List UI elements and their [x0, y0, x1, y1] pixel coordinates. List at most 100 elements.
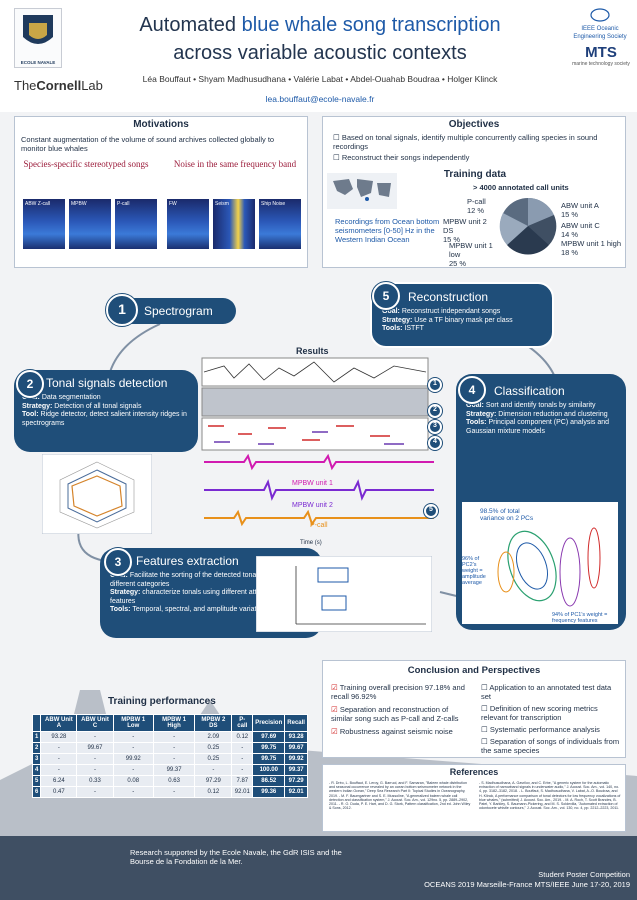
ecole-navale-crest-icon — [23, 15, 53, 44]
radar-chart-icon — [42, 454, 152, 534]
step2-tonal-detection: Tonal signals detection Goal: Data segme… — [14, 370, 198, 452]
step3-strategy: Strategy: characterize tonals using diff… — [110, 589, 312, 606]
ecole-navale-logo-text: ECOLE NAVALE — [20, 60, 56, 65]
results-title: Results — [296, 346, 329, 356]
poster-footer: Research supported by the Ecole Navale, … — [0, 836, 637, 900]
table-cell: 0.12 — [194, 786, 233, 798]
table-cell: - — [152, 753, 196, 765]
conclusion-left-item: ☑ Separation and reconstruction of simil… — [331, 705, 471, 723]
table-cell: - — [40, 742, 78, 754]
step5-strategy: Strategy: Use a TF binary mask per class — [382, 317, 542, 326]
conclusion-right-item: ☐ Separation of songs of individuals fro… — [481, 737, 621, 755]
title-word: Automated — [139, 14, 237, 36]
objective-text: Reconstruct their songs independently — [341, 153, 470, 162]
authors: Léa Bouffaut • Shyam Madhusudhana • Valé… — [142, 74, 498, 84]
checkbox-empty-icon: ☐ — [481, 725, 488, 734]
table-cell: - — [152, 731, 196, 743]
table-cell: 92.01 — [284, 786, 308, 798]
step2-number: 2 — [16, 370, 44, 398]
step4-tools-text: Principal component (PC) analysis and Ga… — [466, 419, 610, 435]
training-pie-icon — [499, 197, 557, 255]
table-cell: 93.28 — [284, 731, 308, 743]
results-marker-4: 4 — [428, 436, 442, 450]
spectrogram-label: FW — [169, 201, 177, 207]
table-header-cell: Recall — [284, 714, 308, 732]
table-cell: 86.52 — [252, 775, 286, 787]
training-performances-title: Training performances — [108, 696, 216, 707]
table-cell: 0.12 — [231, 731, 254, 743]
objectives-title: Objectives — [448, 119, 500, 130]
spectrogram-pcall: P-call — [115, 199, 157, 249]
step4-goal-text: Sort and identify tonals by similarity — [485, 402, 596, 409]
cornell-logo-cornell: Cornell — [36, 78, 82, 93]
checkbox-empty-icon: ☐ — [481, 737, 488, 746]
training-count: > 4000 annotated call units — [473, 183, 569, 192]
objectives-panel: Objectives ☐ Based on tonal signals, ide… — [322, 116, 626, 268]
table-cell: - — [40, 764, 78, 776]
spectrogram-label: MPBW — [71, 201, 87, 207]
oes-emblem-icon — [590, 8, 610, 22]
conclusion-text: Systematic performance analysis — [489, 725, 600, 734]
table-cell: 99.75 — [252, 753, 286, 765]
table-header-cell: ABW Unit C — [76, 714, 114, 732]
table-cell: 97.69 — [252, 731, 286, 743]
conclusion-title: Conclusion and Perspectives — [407, 665, 541, 676]
table-cell: 0.25 — [194, 742, 233, 754]
conclusion-left-item: ☑ Robustness against seismic noise — [331, 727, 471, 736]
step3-tools-label: Tools: — [110, 606, 131, 613]
spectrogram-label: ABW Z-call — [25, 201, 50, 207]
pie-label-pct: 12 % — [467, 206, 485, 215]
motivations-title: Motivations — [133, 119, 189, 130]
step1-title: Spectrogram — [144, 304, 213, 318]
cornell-lab-logo: TheCornellLab — [14, 78, 103, 93]
step5-goal: Goal: Reconstruct independant songs — [382, 308, 542, 317]
pie-label-name: P-call — [467, 197, 486, 206]
pc-note-pc1: 94% of PC1's weight = frequency features — [552, 612, 608, 624]
step2-strategy: Strategy: Detection of all tonal signals — [22, 403, 190, 412]
step2-strategy-label: Strategy: — [22, 402, 53, 410]
table-cell: - — [231, 764, 254, 776]
objective-item-2: ☐ Reconstruct their songs independently — [333, 153, 470, 162]
step4-goal-label: Goal: — [466, 402, 484, 409]
table-cell: 92.01 — [231, 786, 254, 798]
checkbox-empty-icon: ☐ — [481, 704, 488, 713]
table-header-cell: ABW Unit A — [40, 714, 78, 732]
step1-number: 1 — [106, 294, 138, 326]
poster-title-line1: Automated blue whale song transcription — [70, 14, 570, 37]
pie-label-name: ABW unit C — [561, 221, 600, 230]
mts-logo: MTS marine technology society — [568, 44, 634, 67]
poster-title-line2: across variable acoustic contexts — [173, 42, 467, 64]
results-marker-1: 1 — [428, 378, 442, 392]
ieee-oes-logo: IEEE Oceanic Engineering Society — [572, 8, 628, 41]
checkbox-checked-icon: ☑ — [331, 705, 338, 714]
track-label-mpbw2: MPBW unit 2 — [292, 502, 333, 509]
contact-email[interactable]: lea.bouffaut@ecole-navale.fr — [265, 94, 375, 104]
table-row-header: 6 — [31, 786, 42, 798]
track-label-pcall: P-call — [310, 522, 328, 529]
spectrogram-abw-zcall: ABW Z-call — [23, 199, 65, 249]
table-cell: 99.75 — [252, 742, 286, 754]
spectrogram-label: P-call — [117, 201, 130, 207]
poster-header: ECOLE NAVALE TheCornellLab Automated blu… — [0, 0, 637, 112]
table-cell: - — [76, 731, 114, 743]
spectrogram-seism: Seism — [213, 199, 255, 249]
references-left: - R. Dréo, L. Bouffaut, E. Leroy, G. Bar… — [329, 781, 471, 811]
table-cell: - — [76, 753, 114, 765]
table-cell: - — [112, 731, 154, 743]
pc-note-pc2: 96% of PC2's weight = amplitude average — [462, 556, 492, 586]
map-caption: Recordings from Ocean bottom seismometer… — [335, 217, 440, 244]
step3-number: 3 — [104, 548, 132, 576]
cornell-logo-lab: Lab — [81, 78, 103, 93]
table-cell: 99.67 — [76, 742, 114, 754]
conclusion-right-item: ☐ Definition of new scoring metrics rele… — [481, 704, 621, 722]
table-header-row: ABW Unit A ABW Unit C MPBW 1 Low MPBW 1 … — [31, 714, 308, 732]
step5-title: Reconstruction — [408, 290, 489, 304]
step2-title: Tonal signals detection — [46, 376, 168, 390]
table-cell: 97.29 — [284, 775, 308, 787]
